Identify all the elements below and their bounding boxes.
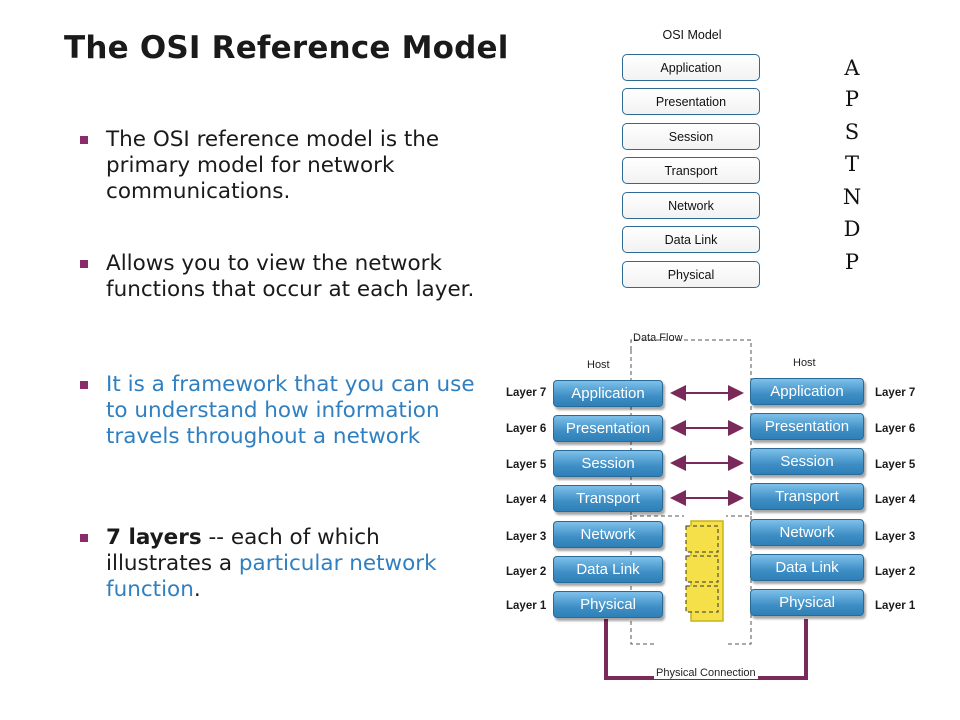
left-layer-label: Layer 7 [506,387,547,399]
left-layer-label: Layer 4 [506,494,547,506]
osi-layer-network: Network [622,192,760,219]
data-flow-title: Data Flow [633,332,683,344]
bullet-square-icon [80,260,88,268]
right-layer-label: Layer 5 [875,459,916,471]
osi-layer-data-link: Data Link [622,226,760,253]
left-layer-label: Layer 6 [506,423,547,435]
bullet-plain-text: -- each of which illustrates a [106,525,380,576]
bullet-item: 7 layers -- each of which illustrates a … [80,525,475,603]
bullet-square-icon [80,381,88,389]
bullet-text: It is a framework that you can use to un… [106,372,475,449]
mnemonic-letter: N [842,185,862,209]
data-flow-down-right [726,516,752,645]
bullet-item: It is a framework that you can use to un… [80,372,475,450]
left-layer-transport: Transport [553,485,663,512]
physical-connection-label: Physical Connection [654,667,758,679]
bullet-highlight-text: particular network function [106,551,437,602]
right-layer-label: Layer 7 [875,387,916,399]
bullet-item: The OSI reference model is the primary m… [80,127,475,205]
left-layer-physical: Physical [553,591,663,618]
bullet-square-icon [80,534,88,542]
right-layer-label: Layer 2 [875,566,916,578]
bullet-item: Allows you to view the network functions… [80,251,475,303]
left-layer-label: Layer 2 [506,566,547,578]
bullet-text: The OSI reference model is the primary m… [106,127,440,204]
mnemonic-letter: A [844,56,860,80]
right-layer-presentation: Presentation [750,413,864,440]
right-layer-network: Network [750,519,864,546]
right-layer-data-link: Data Link [750,554,864,581]
mnemonic-letter: D [843,217,861,241]
left-layer-label: Layer 1 [506,600,547,612]
osi-layer-presentation: Presentation [622,88,760,115]
left-layer-network: Network [553,521,663,548]
right-layer-session: Session [750,448,864,475]
left-layer-presentation: Presentation [553,415,663,442]
mnemonic-letter: P [844,250,860,274]
bullet-bold-text: 7 layers [106,525,202,550]
bullet-square-icon [80,136,88,144]
mnemonic-letter: S [844,120,860,144]
left-layer-label: Layer 5 [506,459,547,471]
stack-yellow-network [685,525,719,553]
mnemonic-letter: T [844,152,859,176]
bullet-suffix-text: . [193,577,201,602]
osi-model-heading: OSI Model [662,28,722,42]
osi-layer-transport: Transport [622,157,760,184]
right-layer-transport: Transport [750,483,864,510]
data-flow-top-path [630,339,752,350]
left-layer-application: Application [553,380,663,407]
right-host-label: Host [793,357,816,369]
data-flow-right-path [726,350,752,517]
left-layer-label: Layer 3 [506,531,547,543]
left-layer-data-link: Data Link [553,556,663,583]
slide-title: The OSI Reference Model [64,30,509,66]
stack-yellow-datalink [685,555,719,583]
osi-layer-physical: Physical [622,261,760,288]
right-layer-label: Layer 1 [875,600,916,612]
bullet-text: Allows you to view the network functions… [106,251,475,302]
bullet-text: 7 layers -- each of which illustrates a … [106,525,475,603]
osi-layer-session: Session [622,123,760,150]
osi-layer-application: Application [622,54,760,81]
right-layer-physical: Physical [750,589,864,616]
stack-yellow-physical [685,585,719,613]
right-layer-label: Layer 6 [875,423,916,435]
left-layer-session: Session [553,450,663,477]
right-layer-label: Layer 3 [875,531,916,543]
right-layer-application: Application [750,378,864,405]
mnemonic-letter: P [844,87,860,111]
right-layer-label: Layer 4 [875,494,916,506]
left-host-label: Host [587,359,610,371]
data-flow-diagram: Data Flow Host Host Physical Connection … [496,326,916,688]
